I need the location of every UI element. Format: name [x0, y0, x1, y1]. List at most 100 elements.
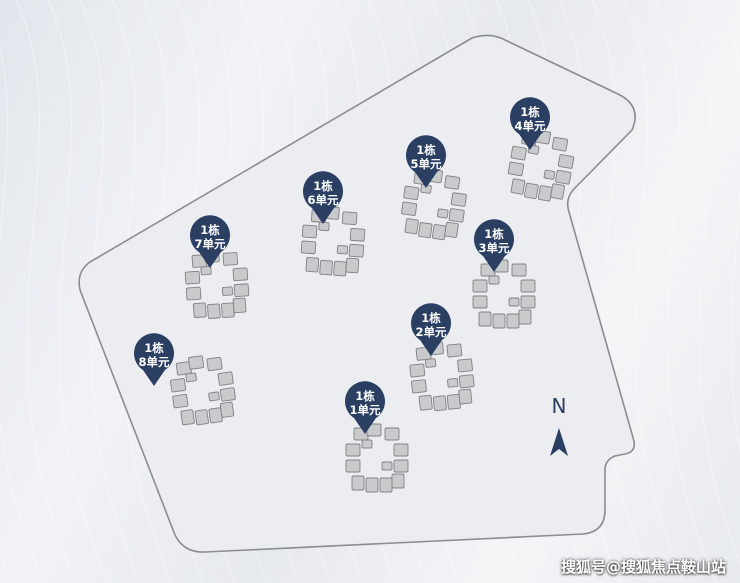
- building-block: [221, 302, 235, 318]
- building-block: [551, 136, 569, 152]
- building-block: [437, 208, 449, 219]
- building-block: [518, 309, 532, 325]
- building-block: [333, 260, 347, 277]
- building-block: [457, 358, 473, 373]
- building-cluster-b8: [170, 355, 236, 426]
- building-block: [537, 185, 553, 202]
- building-block: [550, 183, 566, 200]
- pin-building-label: 1栋: [421, 311, 441, 325]
- building-block: [232, 297, 247, 314]
- map-pin-icon: [303, 171, 343, 224]
- building-block: [180, 409, 195, 426]
- building-block: [200, 265, 212, 276]
- building-block: [207, 303, 221, 319]
- building-block: [232, 267, 249, 282]
- building-block: [349, 227, 366, 242]
- building-cluster-b2: [409, 341, 475, 412]
- pin-unit-label: 7单元: [194, 237, 226, 251]
- building-block: [557, 154, 575, 169]
- building-block: [172, 393, 189, 409]
- building-block: [409, 363, 426, 378]
- map-pin-icon: [474, 219, 514, 272]
- building-block: [336, 245, 349, 255]
- pin-unit-label: 8单元: [138, 355, 170, 369]
- building-block: [444, 175, 461, 190]
- building-block: [478, 311, 492, 327]
- building-block: [450, 192, 467, 207]
- pin-unit-label: 4单元: [514, 119, 546, 133]
- building-block: [492, 313, 506, 329]
- building-block: [381, 461, 393, 471]
- building-block: [361, 439, 373, 449]
- building-block: [510, 145, 527, 161]
- map-pin-icon: [411, 303, 451, 356]
- building-block: [404, 218, 419, 235]
- pin-unit-label: 1单元: [349, 403, 381, 417]
- building-block: [351, 475, 365, 491]
- map-pin-icon: [510, 97, 550, 150]
- building-block: [431, 224, 447, 241]
- building-block: [447, 378, 459, 388]
- map-pin-icon: [345, 381, 385, 434]
- pin-building-label: 1栋: [484, 227, 504, 241]
- background-wave-line: [623, 0, 685, 583]
- building-block: [393, 459, 409, 473]
- building-block: [206, 356, 223, 372]
- building-block: [341, 211, 358, 225]
- background-wave-line: [719, 0, 740, 453]
- building-block: [424, 358, 437, 368]
- building-block: [472, 295, 488, 309]
- building-block: [305, 256, 320, 273]
- site-boundary: [78, 34, 636, 553]
- building-block: [219, 387, 236, 402]
- building-block: [444, 221, 459, 238]
- building-block: [184, 270, 201, 285]
- background-wave-line: [591, 0, 653, 583]
- building-block: [345, 257, 360, 274]
- building-block: [379, 477, 393, 493]
- building-block: [192, 302, 207, 318]
- building-block: [510, 178, 526, 195]
- map-pin-icon: [406, 135, 446, 188]
- building-block: [401, 201, 418, 216]
- building-block: [432, 395, 447, 412]
- pin-building-label: 1栋: [144, 341, 164, 355]
- building-block: [508, 297, 520, 307]
- building-block: [472, 279, 488, 293]
- building-block: [418, 394, 433, 411]
- pin-building-label: 1栋: [355, 389, 375, 403]
- building-block: [511, 263, 527, 277]
- building-block: [507, 161, 525, 177]
- background-wave-line: [0, 45, 45, 583]
- background-wave-line: [47, 0, 109, 583]
- building-block: [448, 208, 465, 223]
- building-block: [222, 252, 239, 266]
- building-block: [524, 182, 539, 200]
- building-block: [411, 379, 427, 394]
- pin-unit-label: 6单元: [307, 193, 339, 207]
- north-indicator: N: [550, 394, 568, 456]
- north-arrow-icon: [550, 428, 568, 456]
- pin-unit-label: 3单元: [478, 241, 510, 255]
- background-wave-line: [15, 0, 77, 583]
- building-block: [345, 443, 361, 457]
- building-block: [520, 295, 536, 309]
- building-block: [185, 372, 197, 383]
- building-block: [185, 286, 202, 301]
- building-block: [219, 401, 235, 418]
- building-block: [217, 371, 234, 386]
- pin-unit-label: 2单元: [415, 325, 447, 339]
- building-block: [319, 259, 333, 276]
- building-block: [301, 224, 318, 239]
- building-block: [391, 473, 405, 489]
